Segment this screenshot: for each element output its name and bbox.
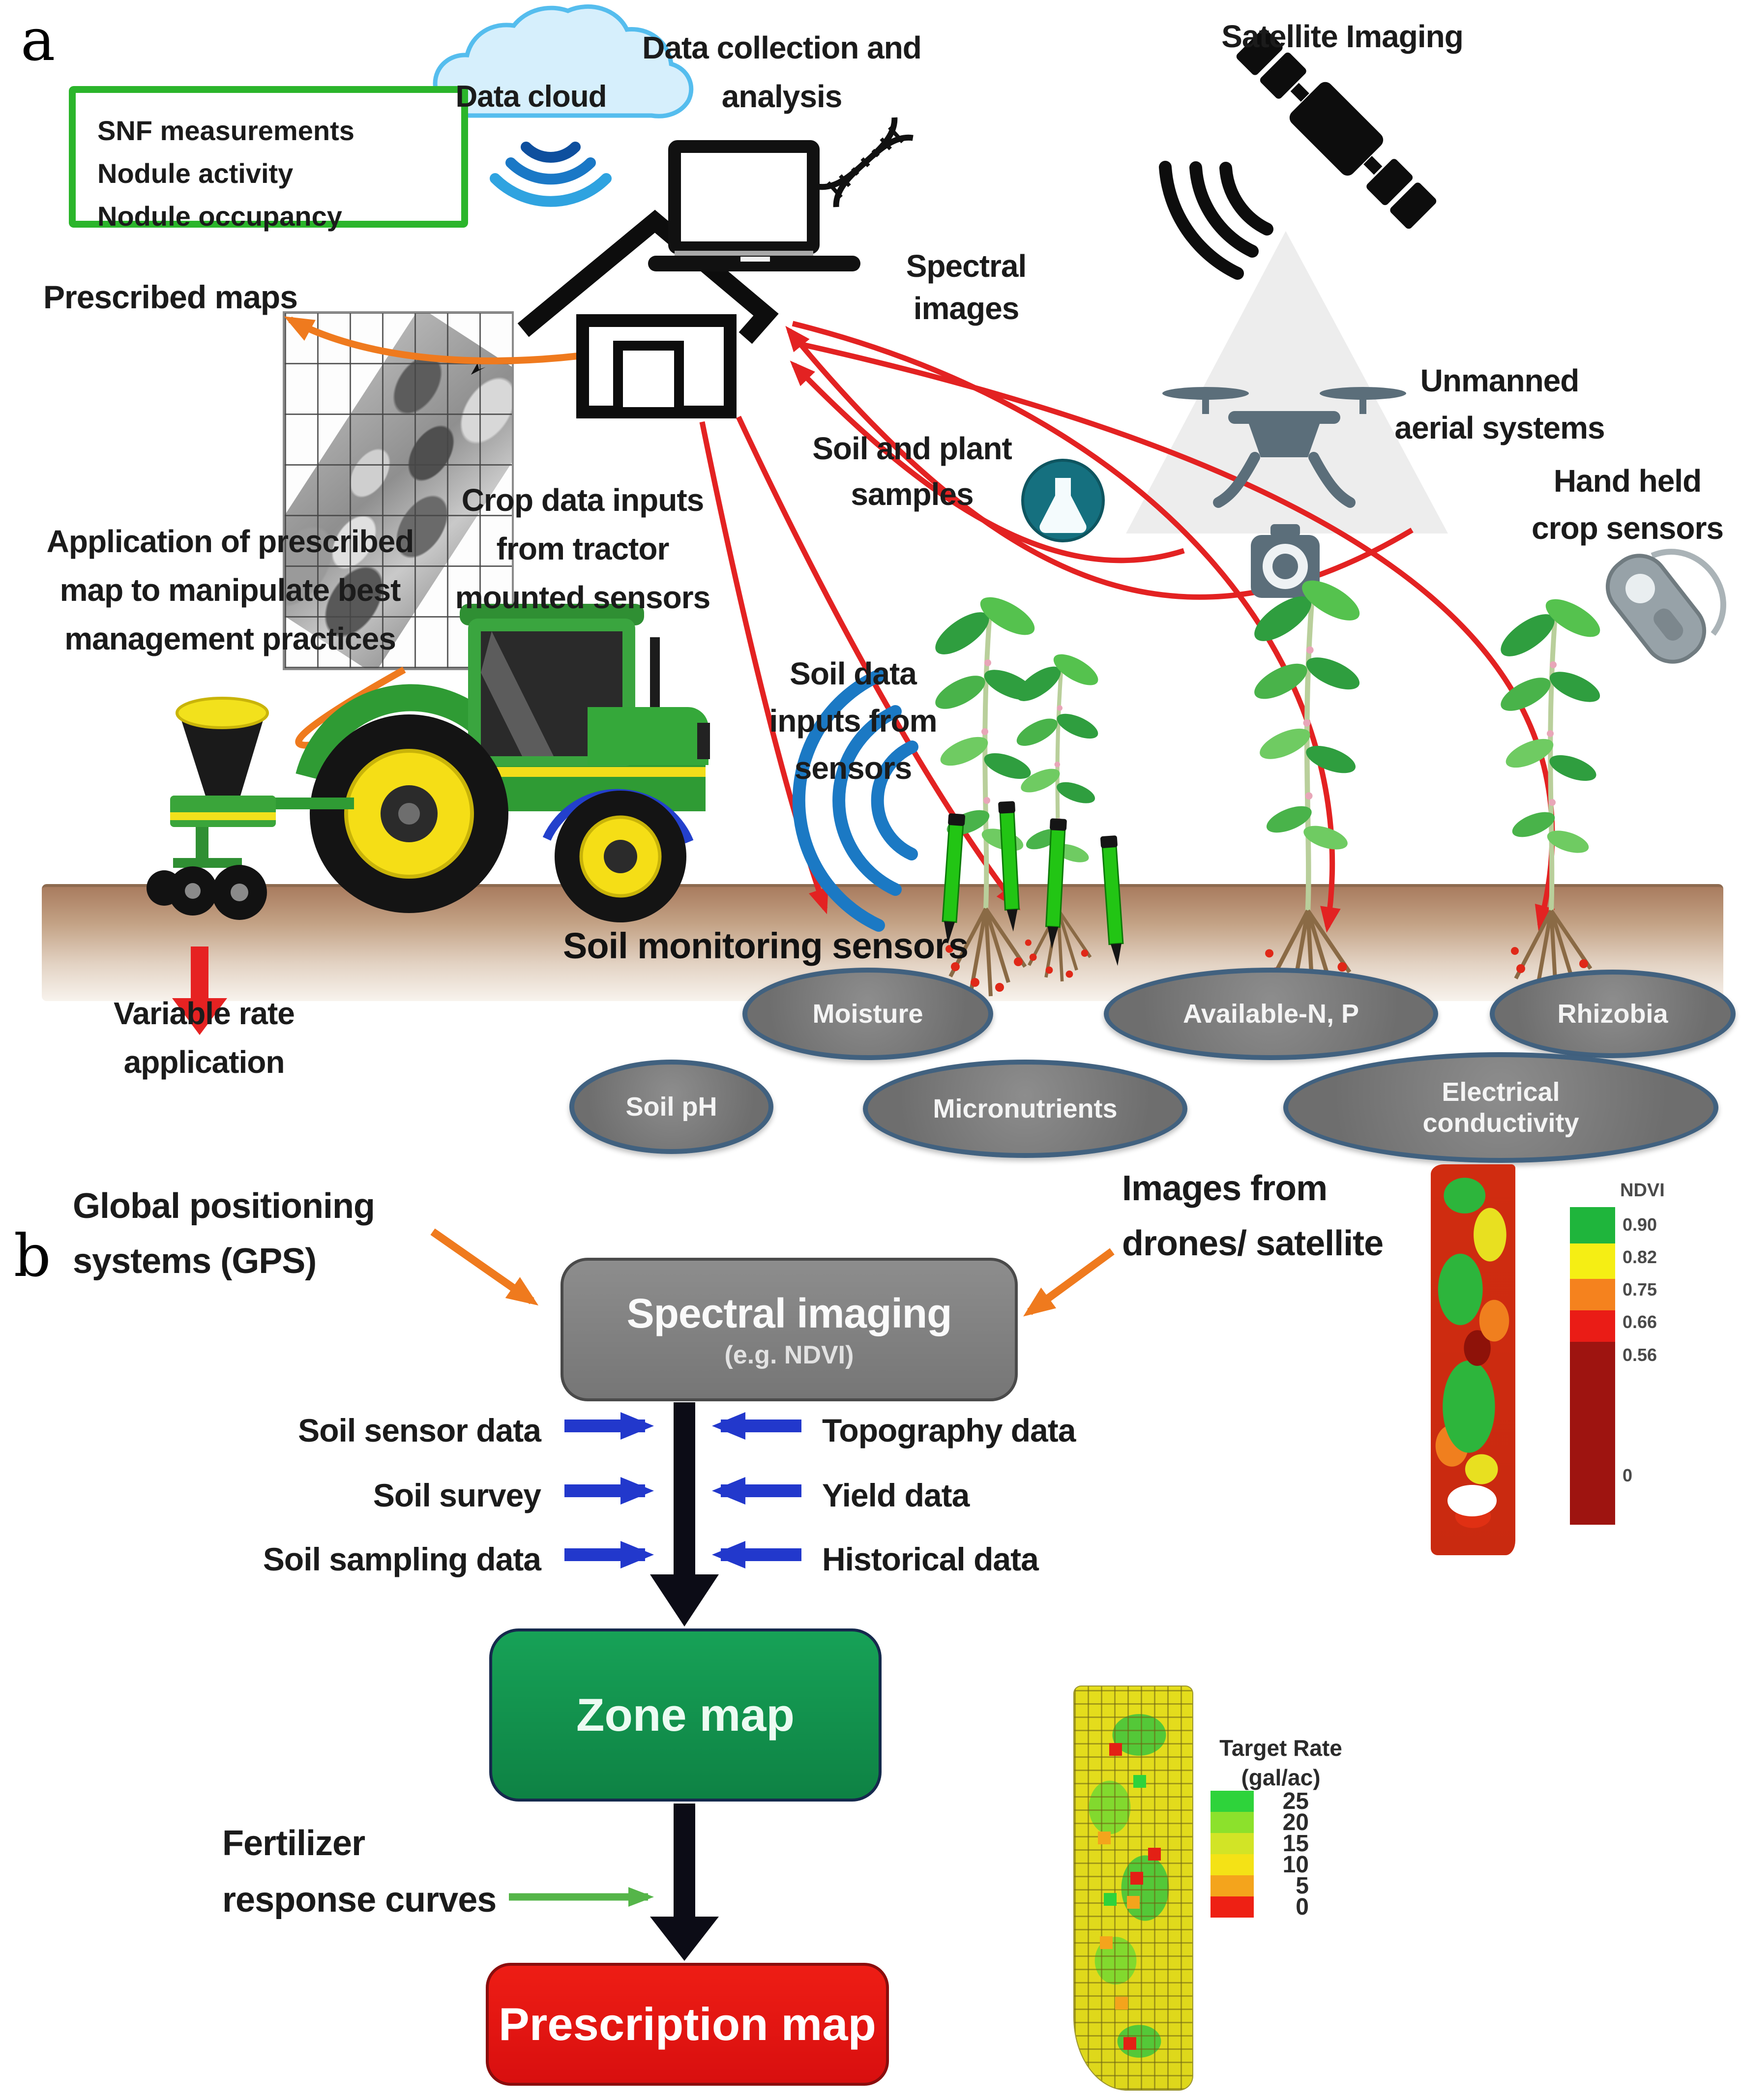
target-rate-value: 15	[1282, 1831, 1309, 1857]
panel-b-letter: b	[14, 1222, 51, 1290]
prescription-gridlines	[1074, 1686, 1192, 2090]
ndvi-value: 0.90	[1623, 1214, 1657, 1235]
spectral-imaging-box: Spectral imaging (e.g. NDVI)	[561, 1258, 1018, 1401]
oval-micronutrients: Micronutrients	[863, 1060, 1187, 1158]
prescription-map-box: Prescription map	[486, 1963, 889, 2086]
ndvi-value: 0.82	[1623, 1247, 1657, 1267]
grid-cell-green	[1133, 1775, 1146, 1788]
tractor-wifi-icon	[792, 669, 918, 932]
cloud-wifi-icon	[490, 142, 612, 207]
flask-icon	[1021, 459, 1105, 542]
ndvi-value: 0.56	[1623, 1345, 1657, 1365]
ndvi-value: 0.75	[1623, 1279, 1657, 1300]
orange-arrow-gps	[430, 1228, 539, 1306]
input-historical-data: Historical data	[822, 1541, 1039, 1577]
target-rate-value: 0	[1296, 1894, 1309, 1920]
target-rate-colorbar	[1211, 1791, 1254, 1918]
data-cloud-label: Data cloud	[455, 80, 607, 114]
oval-moisture: Moisture	[742, 968, 993, 1060]
target-rate-value: 25	[1282, 1788, 1309, 1814]
input-yield-data: Yield data	[822, 1477, 970, 1513]
arrow-house-to-plants-mid	[792, 321, 1341, 933]
spectral-imaging-subtitle: (e.g. NDVI)	[724, 1340, 854, 1369]
drone-camera-icon	[1251, 524, 1320, 598]
orange-arrow-images	[1023, 1248, 1115, 1317]
spectral-imaging-title: Spectral imaging	[626, 1290, 952, 1336]
ndvi-map-hole	[1447, 1484, 1497, 1516]
grid-cell-orange	[1127, 1896, 1140, 1909]
application-label: Application of prescribed map to manipul…	[46, 524, 414, 657]
panel-a-art	[147, 4, 1726, 1035]
satellite-imaging-label: Satellite Imaging	[1221, 19, 1464, 54]
input-soil-sensor-data: Soil sensor data	[298, 1412, 541, 1449]
input-soil-sampling-data: Soil sampling data	[263, 1541, 541, 1577]
dna-icon	[817, 117, 914, 207]
snf-measurements-box: SNF measurements Nodule activity Nodule …	[69, 86, 468, 232]
prescription-grid-image	[1073, 1686, 1193, 2091]
target-rate-title: Target Rate (gal/ac)	[1219, 1735, 1342, 1790]
drone-icon	[1162, 387, 1406, 598]
spectral-images-label: Spectral images	[906, 248, 1027, 326]
crop-data-inputs-label: Crop data inputs from tractor mounted se…	[455, 482, 710, 616]
laptop-icon	[648, 140, 860, 271]
grid-cell-red	[1148, 1848, 1161, 1861]
target-rate-value: 5	[1296, 1873, 1309, 1899]
target-rate-value: 20	[1282, 1809, 1309, 1835]
house-icon	[517, 209, 779, 418]
prescribed-maps-label: Prescribed maps	[43, 279, 298, 315]
grid-cell-red	[1123, 2037, 1136, 2050]
ndvi-legend-title: NDVI	[1620, 1180, 1665, 1201]
ndvi-value: 0.66	[1623, 1312, 1657, 1332]
input-soil-survey: Soil survey	[373, 1477, 541, 1513]
satellite-icon	[1159, 29, 1437, 280]
images-from-label: Images from drones/ satellite	[1122, 1169, 1384, 1263]
grid-cell-orange	[1100, 1936, 1113, 1949]
ndvi-value: 0	[1623, 1465, 1633, 1485]
zone-map-box: Zone map	[489, 1628, 882, 1802]
grid-cell-orange	[1098, 1832, 1111, 1844]
data-cloud-icon	[433, 4, 694, 118]
input-topography-data: Topography data	[822, 1412, 1076, 1449]
satellite-beam	[1126, 231, 1448, 533]
grid-cell-green	[1104, 1893, 1117, 1906]
target-rate-value: 10	[1282, 1852, 1309, 1878]
variable-rate-arrow	[172, 946, 227, 1035]
handheld-sensor-icon	[1605, 549, 1726, 664]
panel-a-letter: a	[21, 6, 56, 74]
ndvi-map-image	[1431, 1164, 1515, 1555]
arrow-drone-to-house	[790, 360, 1185, 563]
oval-rhizobia: Rhizobia	[1490, 970, 1736, 1058]
tractor-icon	[295, 604, 710, 922]
panel-b-arrows	[430, 1228, 1115, 1961]
gps-label: Global positioning systems (GPS)	[73, 1186, 375, 1281]
oval-soil-ph: Soil pH	[569, 1060, 773, 1154]
oval-electrical-conductivity: Electrical conductivity	[1283, 1052, 1718, 1163]
oval-available-np: Available-N, P	[1104, 968, 1438, 1060]
grid-cell-red	[1109, 1743, 1122, 1756]
grid-cell-red	[1130, 1872, 1143, 1885]
soil-data-inputs-label: Soil data inputs from sensors	[769, 656, 938, 786]
red-data-arrows	[699, 321, 1555, 933]
soil-monitoring-label: Soil monitoring sensors	[563, 925, 969, 966]
hand-held-label: Hand held crop sensors	[1532, 463, 1724, 546]
unmanned-aerial-label: Unmanned aerial systems	[1394, 363, 1605, 445]
variable-rate-label: Variable rate application	[114, 996, 295, 1080]
spreader-icon	[147, 697, 354, 920]
soil-plant-samples-label: Soil and plant samples	[812, 431, 1012, 512]
fertilizer-label: Fertilizer response curves	[222, 1824, 497, 1920]
grid-cell-orange	[1115, 1997, 1128, 2010]
data-collection-label: Data collection and analysis	[642, 30, 922, 115]
blue-input-arrows	[564, 1412, 801, 1568]
ndvi-colorbar	[1570, 1207, 1615, 1525]
black-flow-arrows	[650, 1402, 719, 1961]
